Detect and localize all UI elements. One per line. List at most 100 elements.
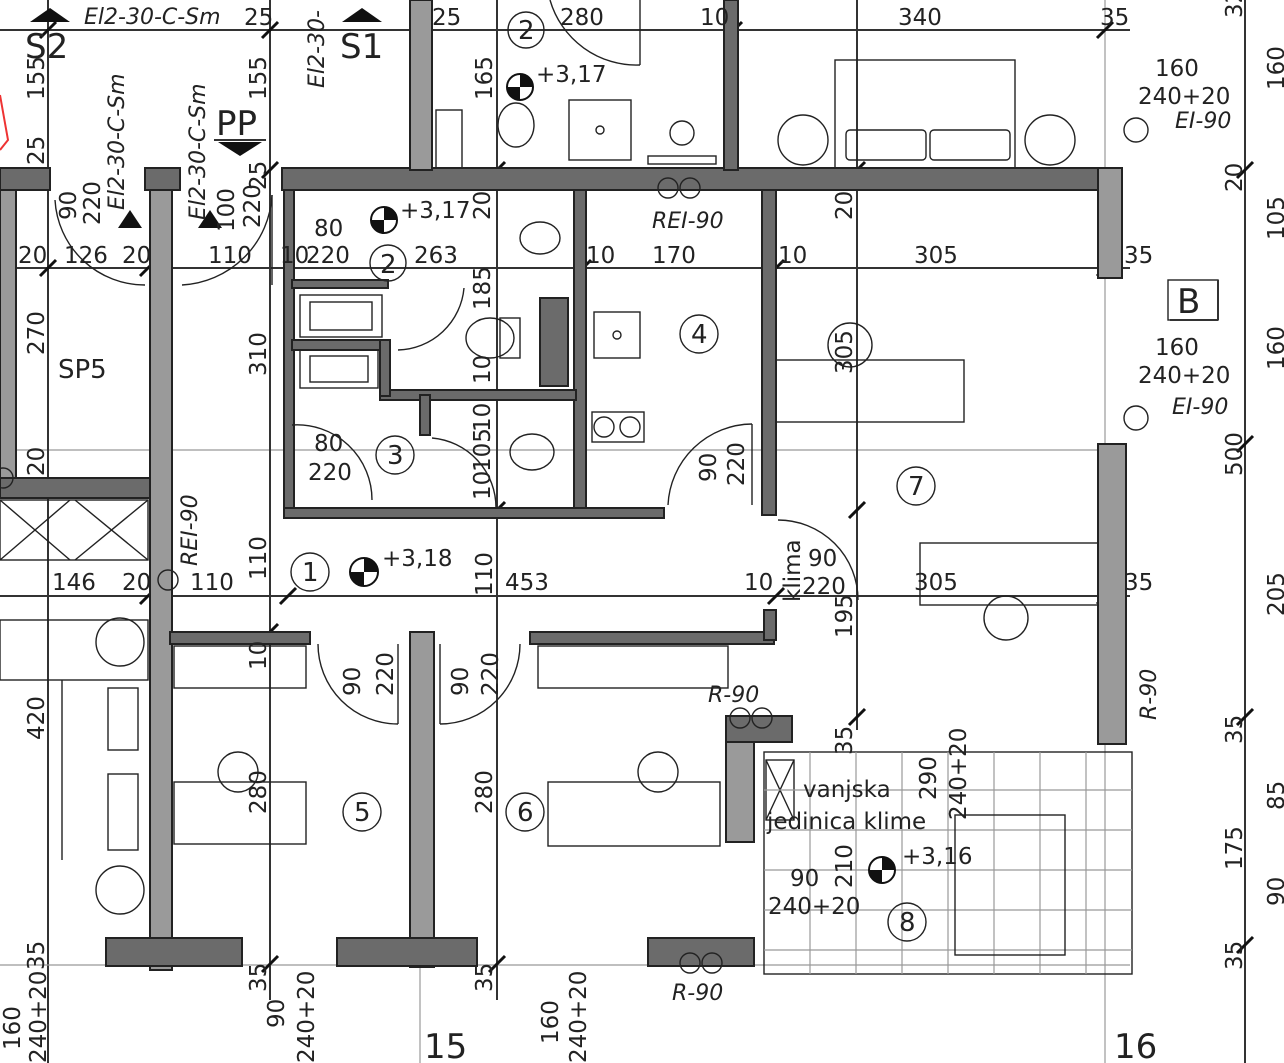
dim-r3-20: 20: [122, 570, 151, 596]
section-markers: [0, 8, 382, 228]
dim-door-80b: 80: [314, 431, 343, 457]
dimv-10d: 10: [246, 641, 272, 670]
dim-window2-160: 160: [1155, 335, 1199, 361]
dim-window1-24020: 240+20: [1138, 84, 1230, 110]
dimv-35a: 35: [832, 726, 858, 755]
label-s2: S2: [25, 27, 68, 67]
room-4-number: 4: [691, 320, 708, 350]
dimv-105: 105: [470, 428, 496, 472]
dimv-90a: 90: [56, 191, 82, 220]
dim-top-10: 10: [700, 5, 729, 31]
dimv-right-85: 85: [1264, 781, 1284, 810]
room-3-number: 3: [387, 441, 404, 471]
dimv-bottom-24020a: 240+20: [26, 971, 52, 1063]
room-2-number: 2: [380, 250, 397, 280]
dimv-35c: 35: [246, 963, 272, 992]
dimv-220e: 220: [724, 442, 750, 486]
dimv-right-35a: 35: [1222, 715, 1248, 744]
dimv-bottom-160b: 160: [538, 1000, 564, 1044]
level-marker-room2: [370, 206, 398, 234]
dimv-90e: 90: [808, 546, 837, 572]
label-outdoor-unit-1: vanjska: [803, 777, 891, 803]
dimv-155b: 155: [246, 56, 272, 100]
annotation-r90-c: R-90: [1137, 669, 1162, 720]
elevations: +3,18 +3,17 +3,16 +3,17: [382, 62, 972, 870]
dimv-right-175: 175: [1222, 826, 1248, 870]
dimv-220d: 220: [478, 652, 504, 696]
dimv-10b: 10: [470, 403, 496, 432]
annotation-rei90-a: REI-90: [652, 209, 724, 234]
dim-door-220b: 220: [308, 460, 352, 486]
dim-r3-110: 110: [190, 570, 234, 596]
dimv-280a: 280: [246, 770, 272, 814]
dimv-100: 100: [214, 188, 240, 232]
dim-r2-263: 263: [414, 243, 458, 269]
dim-top-25b: 25: [432, 5, 461, 31]
dim-r2-10b: 10: [586, 243, 615, 269]
dimv-20c: 20: [832, 191, 858, 220]
dimv-bottom-24020b: 240+20: [294, 971, 320, 1063]
dimv-165: 165: [472, 56, 498, 100]
dim-r2-10c: 10: [778, 243, 807, 269]
dimv-25b: 25: [246, 161, 272, 190]
elevation-room8: +3,16: [902, 844, 972, 870]
room-5-number: 5: [354, 798, 371, 828]
annotation-el-a: El2-30-C-Sm: [84, 5, 221, 30]
grid-axis-15: 15: [424, 1027, 467, 1063]
room-1-number: 1: [302, 558, 319, 588]
dimv-right-90: 90: [1264, 877, 1284, 906]
dimv-110a: 110: [246, 536, 272, 580]
dimv-10c: 10: [470, 471, 496, 500]
dim-r2-305: 305: [914, 243, 958, 269]
walls: [0, 0, 1127, 971]
level-marker-room2-top: [506, 73, 534, 101]
dim-window2-24020: 240+20: [1138, 363, 1230, 389]
dimv-25a: 25: [24, 136, 50, 165]
room-6-number: 6: [517, 798, 534, 828]
dimv-right-205: 205: [1264, 572, 1284, 616]
dimv-right-32: 32: [1222, 0, 1248, 18]
elevation-room2: +3,17: [400, 198, 470, 224]
label-s1: S1: [340, 27, 383, 67]
elevation-top: +3,17: [536, 62, 606, 88]
dim-r3-146: 146: [52, 570, 96, 596]
dimv-280b: 280: [472, 770, 498, 814]
annotation-r90-a: R-90: [708, 683, 759, 708]
dim-r3-453: 453: [505, 570, 549, 596]
dimv-90b: 90: [340, 667, 366, 696]
dimv-305: 305: [832, 330, 858, 374]
dimv-220b: 220: [240, 184, 266, 228]
dim-top-25a: 25: [244, 5, 273, 31]
dimv-35d: 35: [472, 963, 498, 992]
dimv-35b: 35: [24, 941, 50, 970]
dim-r2-10: 10: [280, 243, 309, 269]
dimv-right-35b: 35: [1222, 941, 1248, 970]
horizontal-dimensions: 25 25 280 10 340 35 20 126 20 110 10 220…: [18, 5, 1230, 920]
dimv-185: 185: [470, 266, 496, 310]
dim-r2-20b: 20: [122, 243, 151, 269]
dimv-20a: 20: [470, 191, 496, 220]
dimv-bottom-24020c: 240+20: [566, 971, 592, 1063]
dimv-210: 210: [832, 844, 858, 888]
dimv-bottom-160a: 160: [0, 1006, 26, 1050]
dim-r2-220: 220: [306, 243, 350, 269]
door-swings: [54, 0, 859, 725]
grid-axis-16: 16: [1114, 1027, 1157, 1063]
dim-window1-160: 160: [1155, 56, 1199, 82]
annotation-el-c: El2-30-C-Sm: [186, 83, 211, 220]
level-markers: [349, 73, 896, 884]
dim-r3-10: 10: [744, 570, 773, 596]
dim-r3-305: 305: [914, 570, 958, 596]
dimv-420: 420: [24, 696, 50, 740]
dim-top-340: 340: [898, 5, 942, 31]
dimv-right-20: 20: [1222, 163, 1248, 192]
dimv-20b: 20: [24, 447, 50, 476]
dimv-310: 310: [246, 332, 272, 376]
label-pp: PP: [216, 104, 257, 144]
dim-r2-170: 170: [652, 243, 696, 269]
room-8-number: 8: [899, 908, 916, 938]
room-numbers: 1 2 3 4 5 6 7 8 2: [302, 16, 925, 938]
annotation-el-b: El2-30-C-Sm: [105, 73, 130, 210]
labels: SP5 S1 S2 PP B klima vanjska jedinica kl…: [25, 27, 1200, 1063]
